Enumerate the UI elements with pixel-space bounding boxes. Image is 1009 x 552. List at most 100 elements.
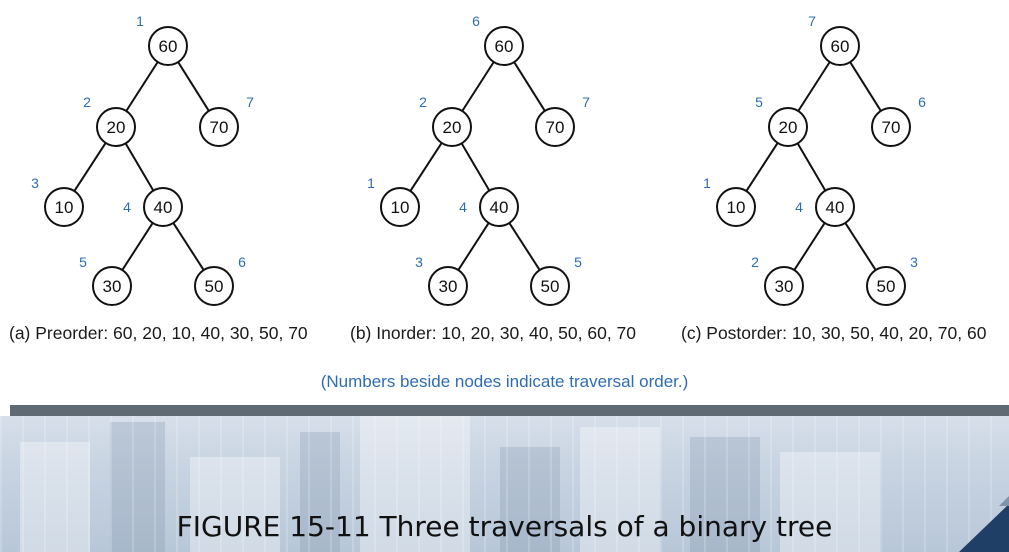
node-value: 40 [154,198,173,217]
traversal-order-number: 5 [755,94,763,110]
traversal-order-number: 7 [582,94,590,110]
tree-edge [124,142,155,192]
tree-node-left-left: 10 1 [703,175,756,227]
tree-inorder: 606 20 2 70 7 10 1 40 4 30 3 505 [367,13,590,306]
node-circle [143,187,183,227]
node-circle [820,26,860,66]
tree-edge [409,142,443,192]
node-value: 20 [443,118,462,137]
tree-node-left: 20 2 [419,94,472,147]
tree-node-root: 606 [472,13,524,66]
slide-title: FIGURE 15-11 Three traversals of a binar… [176,510,833,543]
tree-edge [461,61,495,112]
node-circle [866,266,906,306]
tree-edge [508,222,541,271]
node-circle [479,187,519,227]
traversal-order-number: 3 [31,175,39,191]
tree-edge [172,222,205,271]
slide-background [0,416,1009,552]
node-value: 40 [490,198,509,217]
node-circle [484,26,524,66]
caption-inorder: (b) Inorder: 10, 20, 30, 40, 50, 60, 70 [350,323,637,343]
tree-edge [793,222,826,271]
tree-node-root: 60 7 [808,13,860,66]
tree-node-left-right-left: 30 3 [415,254,468,306]
traversal-order-number: 4 [795,199,803,215]
tree-node-left-left: 10 1 [367,175,420,227]
tree-node-right: 70 7 [199,94,254,147]
tree-node-left: 20 5 [755,94,808,147]
node-circle [92,266,132,306]
node-circle [815,187,855,227]
node-circle [148,26,188,66]
tree-node-left-right-right: 505 [530,254,582,306]
node-circle [768,107,808,147]
tree-edge [460,142,491,192]
node-circle [199,107,239,147]
node-value: 10 [391,198,410,217]
traversal-order-number: 7 [246,94,254,110]
tree-node-right: 70 6 [871,94,926,147]
traversal-order-number: 2 [419,94,427,110]
tree-edge [125,61,159,112]
tree-node-left-right: 40 4 [123,187,183,227]
tree-node-left-right: 40 4 [795,187,855,227]
traversal-order-number: 6 [238,254,246,270]
traversal-order-number: 3 [415,254,423,270]
node-circle [530,266,570,306]
traversal-order-number: 4 [459,199,467,215]
tree-node-root: 601 [136,13,188,66]
traversal-order-number: 1 [367,175,375,191]
node-value: 50 [205,277,224,296]
tree-edge [745,142,779,192]
tree-node-left-left: 10 3 [31,175,84,227]
node-value: 20 [779,118,798,137]
traversal-order-number: 7 [808,13,816,29]
tree-node-left-right-left: 302 [751,254,804,306]
caption-postorder: (c) Postorder: 10, 30, 50, 40, 20, 70, 6… [681,323,987,343]
tree-edge [73,142,107,192]
tree-node-left-right-left: 30 5 [79,254,132,306]
tree-edge [849,61,882,112]
tree-edge [121,222,154,271]
traversal-order-number: 1 [703,175,711,191]
node-value: 40 [826,198,845,217]
traversal-order-number: 4 [123,199,131,215]
node-circle [716,187,756,227]
node-value: 60 [159,37,178,56]
node-circle [44,187,84,227]
traversal-order-number: 6 [918,94,926,110]
traversal-order-number: 3 [910,254,918,270]
tree-node-left-right-right: 50 6 [194,254,246,306]
node-value: 60 [495,37,514,56]
node-value: 70 [210,118,229,137]
traversal-order-number: 2 [83,94,91,110]
traversal-order-number: 5 [574,254,582,270]
node-value: 60 [831,37,850,56]
tree-preorder: 601 20 2 70 7 10 3 40 4 30 5 50 6 [31,13,254,306]
node-circle [871,107,911,147]
node-circle [764,266,804,306]
node-value: 70 [882,118,901,137]
node-value: 20 [107,118,126,137]
traversal-order-number: 5 [79,254,87,270]
node-circle [380,187,420,227]
node-value: 70 [546,118,565,137]
caption-preorder: (a) Preorder: 60, 20, 10, 40, 30, 50, 70 [9,323,308,343]
node-circle [535,107,575,147]
node-value: 30 [439,277,458,296]
node-circle [428,266,468,306]
tree-edge [457,222,490,271]
corner-decoration [959,496,1009,552]
node-value: 30 [103,277,122,296]
tree-edge [796,142,827,192]
node-value: 10 [55,198,74,217]
traversal-note: (Numbers beside nodes indicate traversal… [320,372,689,391]
divider-bar [10,405,1009,416]
tree-node-left: 20 2 [83,94,136,147]
node-value: 10 [727,198,746,217]
node-value: 30 [775,277,794,296]
tree-edge [844,222,877,271]
